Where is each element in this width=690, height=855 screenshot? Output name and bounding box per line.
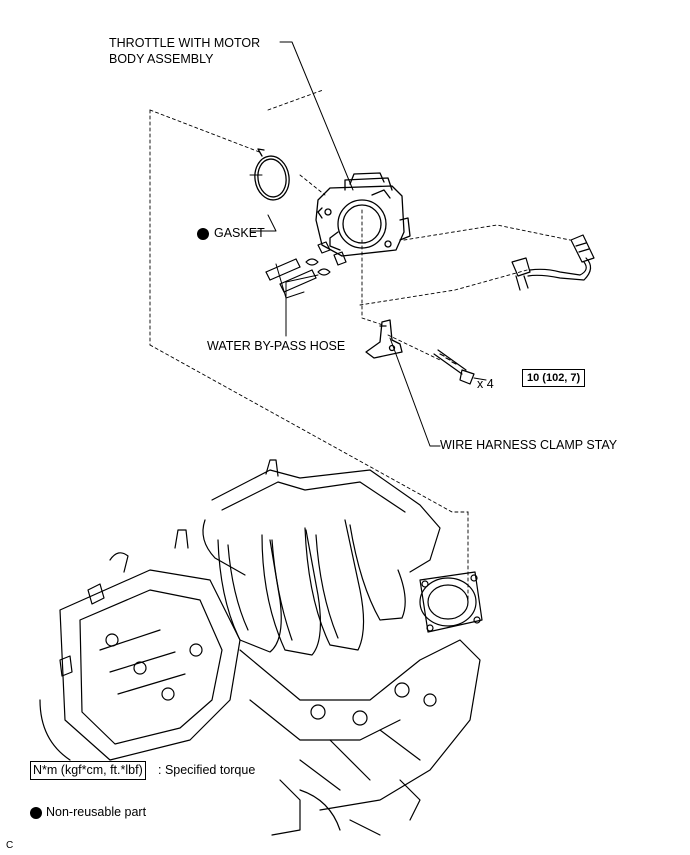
legend-non-reusable-dot xyxy=(30,807,42,819)
water-hose-shapes xyxy=(265,241,347,293)
engine-shape xyxy=(39,459,483,836)
throttle-label-line1: THROTTLE WITH MOTOR xyxy=(109,36,261,50)
bolt-shape xyxy=(433,349,475,385)
gasket-non-reusable-dot xyxy=(197,228,209,240)
wire-harness-shape xyxy=(511,234,595,291)
legend-torque-box: N*m (kgf*cm, ft.*lbf) xyxy=(30,761,146,780)
figure-code: C xyxy=(6,840,14,851)
water-hose-label: WATER BY-PASS HOSE xyxy=(207,339,346,353)
legend-torque-description: : Specified torque xyxy=(158,763,256,777)
gasket-shape xyxy=(254,148,290,201)
assembly-dashed-lines xyxy=(149,89,571,601)
throttle-label-line2: BODY ASSEMBLY xyxy=(109,52,214,66)
clamp-stay-label: WIRE HARNESS CLAMP STAY xyxy=(440,438,618,452)
bolt-quantity-label: x 4 xyxy=(477,377,494,391)
leader-lines xyxy=(249,41,487,447)
throttle-body-shape xyxy=(315,172,411,257)
gasket-label: GASKET xyxy=(214,226,265,240)
clamp-stay-shape xyxy=(365,319,403,359)
legend-non-reusable-label: Non-reusable part xyxy=(46,805,147,819)
torque-value-box: 10 (102, 7) xyxy=(522,369,586,387)
